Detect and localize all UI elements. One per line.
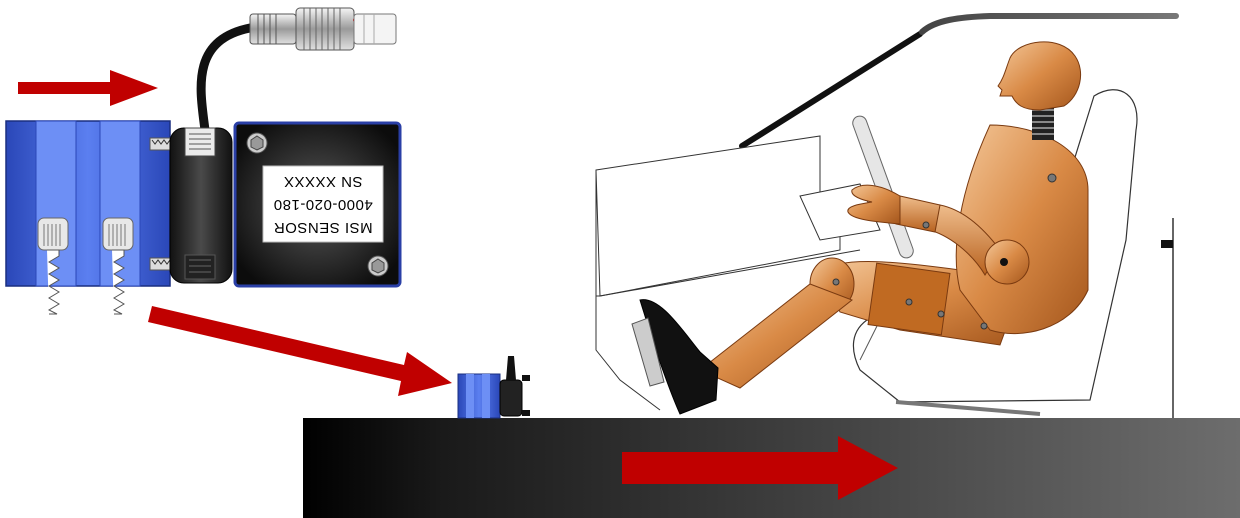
arrow-diagonal [148, 306, 452, 396]
sensor-large: MSI SENSOR 4000-020-180 SN XXXXX [6, 121, 400, 314]
label-line-1: MSI SENSOR [273, 219, 372, 236]
pillar-right [1161, 218, 1173, 418]
sensor-cable [201, 28, 250, 130]
sensor-small [458, 356, 530, 418]
windshield [742, 34, 920, 146]
plate-screw-top [247, 133, 267, 153]
lemo-connector [250, 8, 396, 50]
label-line-3: SN XXXXX [283, 173, 362, 190]
plate-screw-bottom [368, 256, 388, 276]
label-line-2: 4000-020-180 [273, 196, 372, 213]
roof [922, 16, 1176, 32]
arrow-top-left [18, 70, 158, 106]
